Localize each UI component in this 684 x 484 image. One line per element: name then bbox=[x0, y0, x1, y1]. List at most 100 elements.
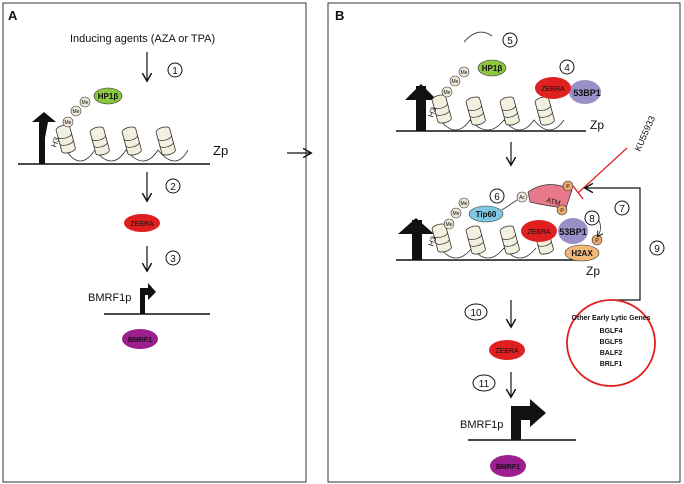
zebra-label-b1: ZEBRA bbox=[541, 86, 565, 93]
step6-label: 6 bbox=[494, 192, 500, 203]
zebra-a bbox=[124, 214, 160, 232]
step2-label: 2 bbox=[170, 182, 176, 193]
zebra-b1 bbox=[535, 77, 571, 99]
step4-label: 4 bbox=[564, 63, 570, 74]
bmrf1-label-a: BMRF1 bbox=[128, 337, 152, 344]
h2ax bbox=[564, 244, 600, 262]
svg-text:P: P bbox=[595, 238, 599, 244]
nucleosome-b1-4 bbox=[533, 95, 556, 127]
bmrf1-a bbox=[122, 329, 158, 349]
panel-a-frame bbox=[2, 2, 307, 483]
panel-b-letter: B bbox=[335, 8, 344, 23]
me-marks-b2: Me Me Me bbox=[443, 197, 470, 230]
bmrf1-b bbox=[490, 455, 526, 477]
ac-mark bbox=[516, 191, 528, 203]
feedback-arrow bbox=[586, 188, 641, 301]
zebra-label-b2: ZEBRA bbox=[527, 229, 551, 236]
step2-circle bbox=[165, 178, 181, 194]
svg-text:Me: Me bbox=[444, 90, 451, 96]
step7-label: 7 bbox=[619, 204, 625, 215]
inhibitor-line bbox=[577, 147, 628, 194]
nucleosome-b2-3 bbox=[498, 224, 521, 256]
step11-circle bbox=[472, 374, 496, 392]
lytic-gene-4: BRLF1 bbox=[600, 361, 623, 368]
zebra-label-b3: ZEBRA bbox=[495, 348, 519, 355]
svg-text:P: P bbox=[560, 208, 564, 214]
zebra-b2 bbox=[521, 220, 557, 242]
inhibitor-bar bbox=[572, 185, 584, 200]
svg-text:Me: Me bbox=[65, 120, 72, 126]
hp1b-b bbox=[477, 59, 507, 77]
step1-circle bbox=[167, 62, 183, 78]
dna-coil-b2 bbox=[439, 247, 537, 259]
step7-circle bbox=[614, 200, 630, 216]
svg-text:Me: Me bbox=[446, 222, 453, 228]
step10-label: 10 bbox=[470, 308, 482, 319]
zp-label-b1: Zp bbox=[590, 118, 604, 132]
h3-label-a: H3 bbox=[49, 135, 61, 148]
h3-label-b2: H3 bbox=[426, 234, 438, 247]
step4-circle bbox=[559, 59, 575, 75]
step5-circle bbox=[502, 32, 518, 48]
tip60-label: Tip60 bbox=[476, 210, 497, 219]
dna-coil-b1 bbox=[439, 119, 565, 131]
step10-circle bbox=[464, 303, 488, 321]
nucleosome-b2-2 bbox=[464, 224, 487, 256]
step8-label: 8 bbox=[589, 214, 595, 225]
lytic-gene-2: BGLF5 bbox=[600, 339, 623, 346]
ac-label: Ac bbox=[519, 195, 525, 201]
inducing-agents-label: Inducing agents (AZA or TPA) bbox=[70, 33, 215, 45]
step11-label: 11 bbox=[479, 379, 490, 390]
bmrf1-label-b: BMRF1 bbox=[496, 464, 520, 471]
hp1b-release-arrow bbox=[463, 31, 493, 43]
panel-a-letter: A bbox=[8, 8, 18, 23]
step9-circle bbox=[649, 240, 665, 256]
bmrf1p-label-a: BMRF1p bbox=[88, 292, 131, 304]
zebra-b3 bbox=[489, 340, 525, 360]
me-marks-b1: Me Me Me bbox=[441, 66, 470, 98]
svg-text:Me: Me bbox=[452, 79, 459, 85]
53bp1-label-b1: 53BP1 bbox=[573, 88, 601, 98]
promoter-arrow-bmrf1p-a bbox=[140, 283, 156, 314]
hp1b-label-a: HP1β bbox=[98, 92, 119, 101]
step9-label: 9 bbox=[654, 244, 660, 255]
svg-text:Me: Me bbox=[73, 109, 80, 115]
zp-label-a: Zp bbox=[213, 143, 228, 158]
h3-label-b1: H3 bbox=[426, 105, 438, 118]
atm-label: ATM bbox=[545, 197, 561, 207]
53bp1-label-b2: 53BP1 bbox=[559, 227, 587, 237]
tip60 bbox=[468, 205, 504, 223]
atm-phospho bbox=[562, 180, 574, 192]
nucleosome-a4 bbox=[154, 125, 177, 157]
53bp1-b2 bbox=[558, 218, 588, 244]
svg-text:Me: Me bbox=[461, 201, 468, 207]
step6-circle bbox=[489, 188, 505, 204]
atm-p-label: P bbox=[566, 184, 570, 190]
lytic-genes-title: Other Early Lytic Genes bbox=[571, 315, 650, 322]
me-marks-a: Me Me Me bbox=[62, 96, 91, 128]
nucleosome-a2 bbox=[88, 125, 111, 157]
53bp1-b1 bbox=[569, 80, 601, 104]
step3-circle bbox=[165, 250, 181, 266]
dna-coil-a bbox=[65, 149, 189, 162]
h2ax-label: H2AX bbox=[571, 249, 593, 258]
hp1b-label-b: HP1β bbox=[482, 64, 503, 73]
lytic-genes-circle bbox=[566, 299, 656, 387]
step3-label: 3 bbox=[170, 254, 176, 265]
step1-label: 1 bbox=[172, 66, 178, 77]
53bp1-phospho bbox=[556, 204, 568, 216]
step8-circle bbox=[584, 210, 600, 226]
panel-b-frame bbox=[327, 2, 681, 483]
bmrf1p-label-b: BMRF1p bbox=[460, 419, 503, 431]
step5-label: 5 bbox=[507, 36, 513, 47]
zebra-label-a: ZEBRA bbox=[130, 221, 154, 228]
lytic-gene-1: BGLF4 bbox=[600, 328, 623, 335]
lytic-gene-3: BALF2 bbox=[600, 350, 623, 357]
svg-text:Me: Me bbox=[82, 100, 89, 106]
inhibitor-label: KU55933 bbox=[633, 114, 657, 152]
svg-text:Me: Me bbox=[453, 211, 460, 217]
promoter-arrow-bmrf1p-b bbox=[511, 399, 546, 440]
svg-text:Me: Me bbox=[461, 70, 468, 76]
hp1b-a bbox=[93, 87, 123, 105]
